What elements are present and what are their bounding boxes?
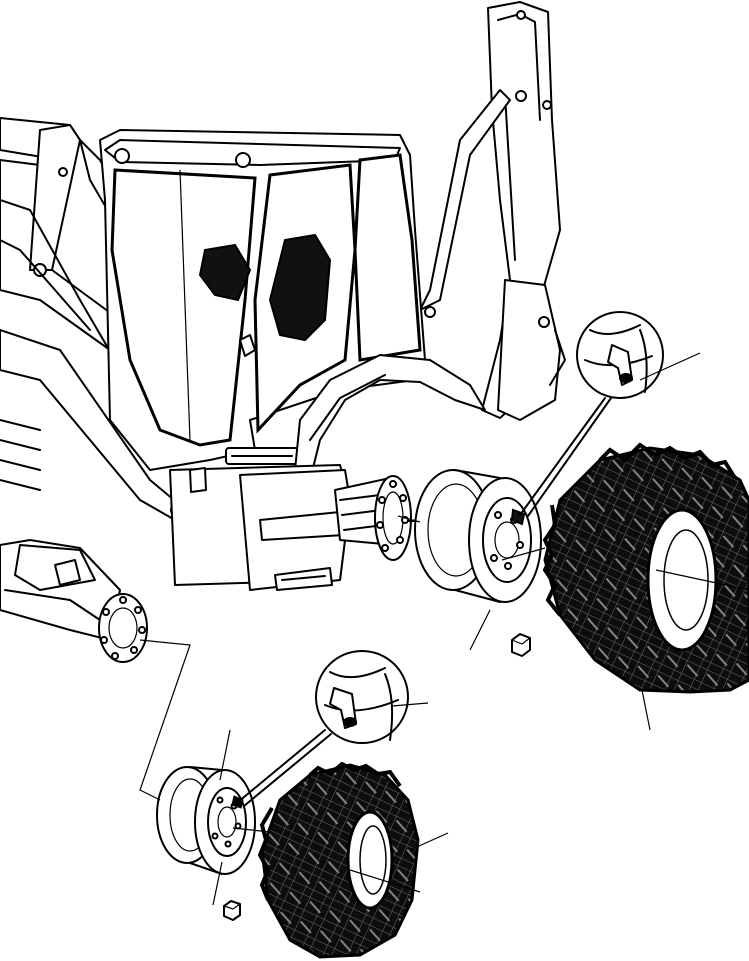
front-tire [257,761,420,959]
operator-cab [99,129,426,471]
rear-wheel-rim [414,469,542,603]
front-valve-detail-magnifier [237,650,409,807]
front-lug-nut [223,900,241,921]
rear-axle [334,475,415,561]
leader-lines [139,352,749,906]
front-wheel-rim [156,766,256,875]
front-axle [0,539,148,663]
rear-lug-nut [511,633,531,657]
wheel-studs-front [100,596,146,660]
backhoe-arm [419,1,566,421]
chassis-body [169,464,351,591]
rear-valve-detail-magnifier [519,311,664,517]
rear-tire [542,442,749,694]
